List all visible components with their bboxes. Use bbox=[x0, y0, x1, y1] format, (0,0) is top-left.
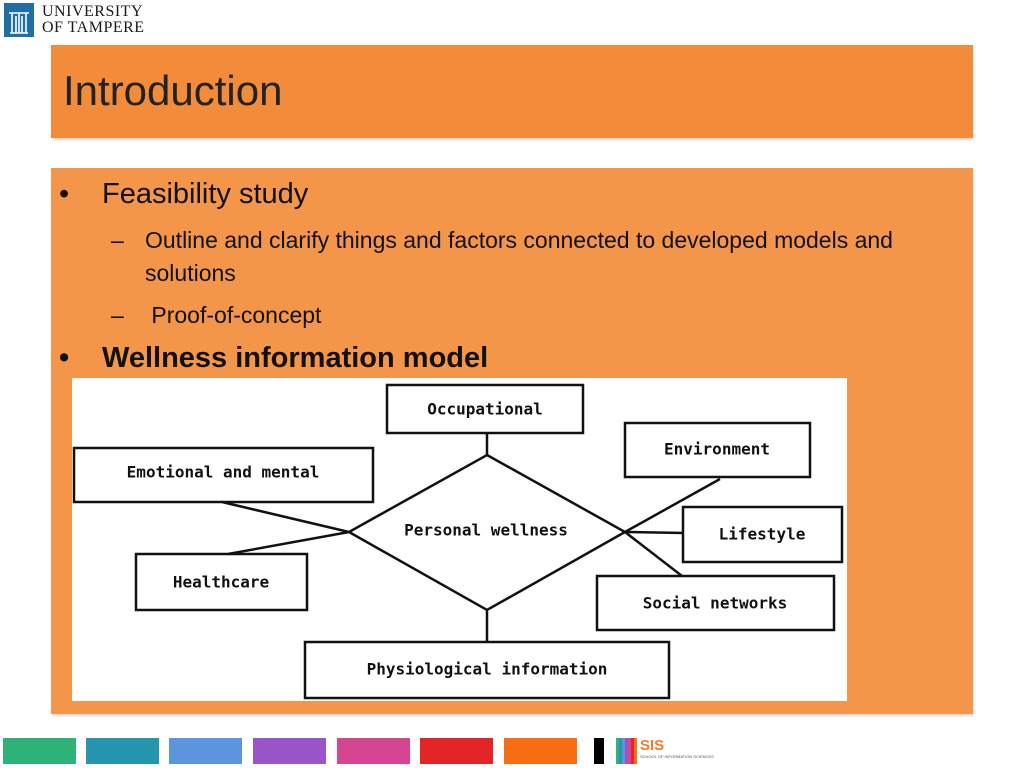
box-lifestyle bbox=[681, 505, 844, 564]
box-physiological bbox=[303, 640, 671, 700]
node-emotional: Emotional and mental bbox=[127, 463, 320, 482]
box-social bbox=[595, 574, 836, 632]
connector-healthcare bbox=[227, 530, 350, 556]
footer-color-block bbox=[169, 738, 242, 764]
node-lifestyle: Lifestyle bbox=[719, 525, 806, 544]
footer-color-block bbox=[3, 738, 76, 764]
center-diamond bbox=[346, 453, 628, 612]
wellness-diagram: Occupational Environment Emotional and m… bbox=[72, 378, 847, 701]
sis-subtitle: SCHOOL OF INFORMATION SCIENCES bbox=[640, 754, 714, 759]
subbullet-marker: – bbox=[111, 227, 124, 253]
sis-stripes-icon bbox=[616, 738, 637, 764]
footer-separator bbox=[594, 738, 604, 764]
node-physiological: Physiological information bbox=[367, 660, 608, 679]
subbullet-text: Proof-of-concept bbox=[145, 302, 322, 328]
sis-text: SIS SCHOOL OF INFORMATION SCIENCES bbox=[640, 737, 714, 760]
title-bar: Introduction bbox=[51, 45, 973, 138]
university-name-line2: OF TAMPERE bbox=[42, 19, 145, 36]
node-occupational: Occupational bbox=[427, 400, 543, 419]
connector-environment bbox=[624, 477, 721, 534]
box-environment bbox=[623, 421, 812, 479]
footer-color-block bbox=[86, 738, 159, 764]
bullet-text: Wellness information model bbox=[102, 342, 489, 374]
university-name-line1: UNIVERSITY bbox=[42, 3, 143, 20]
node-social: Social networks bbox=[643, 594, 788, 613]
university-name: UNIVERSITY OF TAMPERE bbox=[42, 4, 145, 36]
connector-emotional bbox=[221, 500, 350, 534]
content-panel: • Feasibility study – Outline and clarif… bbox=[51, 168, 973, 714]
connector-social bbox=[624, 531, 683, 577]
footer-bar: SIS SCHOOL OF INFORMATION SCIENCES bbox=[0, 738, 1024, 768]
connector-lifestyle bbox=[624, 530, 685, 535]
footer-color-block bbox=[253, 738, 326, 764]
footer-color-block bbox=[337, 738, 410, 764]
sis-title: SIS bbox=[640, 737, 665, 754]
university-emblem-icon bbox=[4, 3, 34, 37]
slide-title: Introduction bbox=[63, 67, 283, 114]
university-logo: UNIVERSITY OF TAMPERE bbox=[4, 3, 145, 37]
subbullet-text: Outline and clarify things and factors c… bbox=[145, 227, 893, 286]
footer-color-block bbox=[420, 738, 493, 764]
box-emotional bbox=[72, 446, 375, 504]
node-environment: Environment bbox=[664, 440, 770, 459]
box-occupational bbox=[385, 383, 585, 435]
bullet-marker: • bbox=[59, 178, 70, 210]
sis-logo: SIS SCHOOL OF INFORMATION SCIENCES bbox=[616, 738, 714, 764]
bullet-marker: • bbox=[59, 342, 70, 374]
node-healthcare: Healthcare bbox=[173, 573, 269, 592]
box-healthcare bbox=[134, 552, 309, 612]
footer-color-block bbox=[504, 738, 577, 764]
subbullet-marker: – bbox=[111, 302, 124, 328]
bullet-text: Feasibility study bbox=[102, 178, 309, 210]
node-center: Personal wellness bbox=[404, 521, 568, 540]
